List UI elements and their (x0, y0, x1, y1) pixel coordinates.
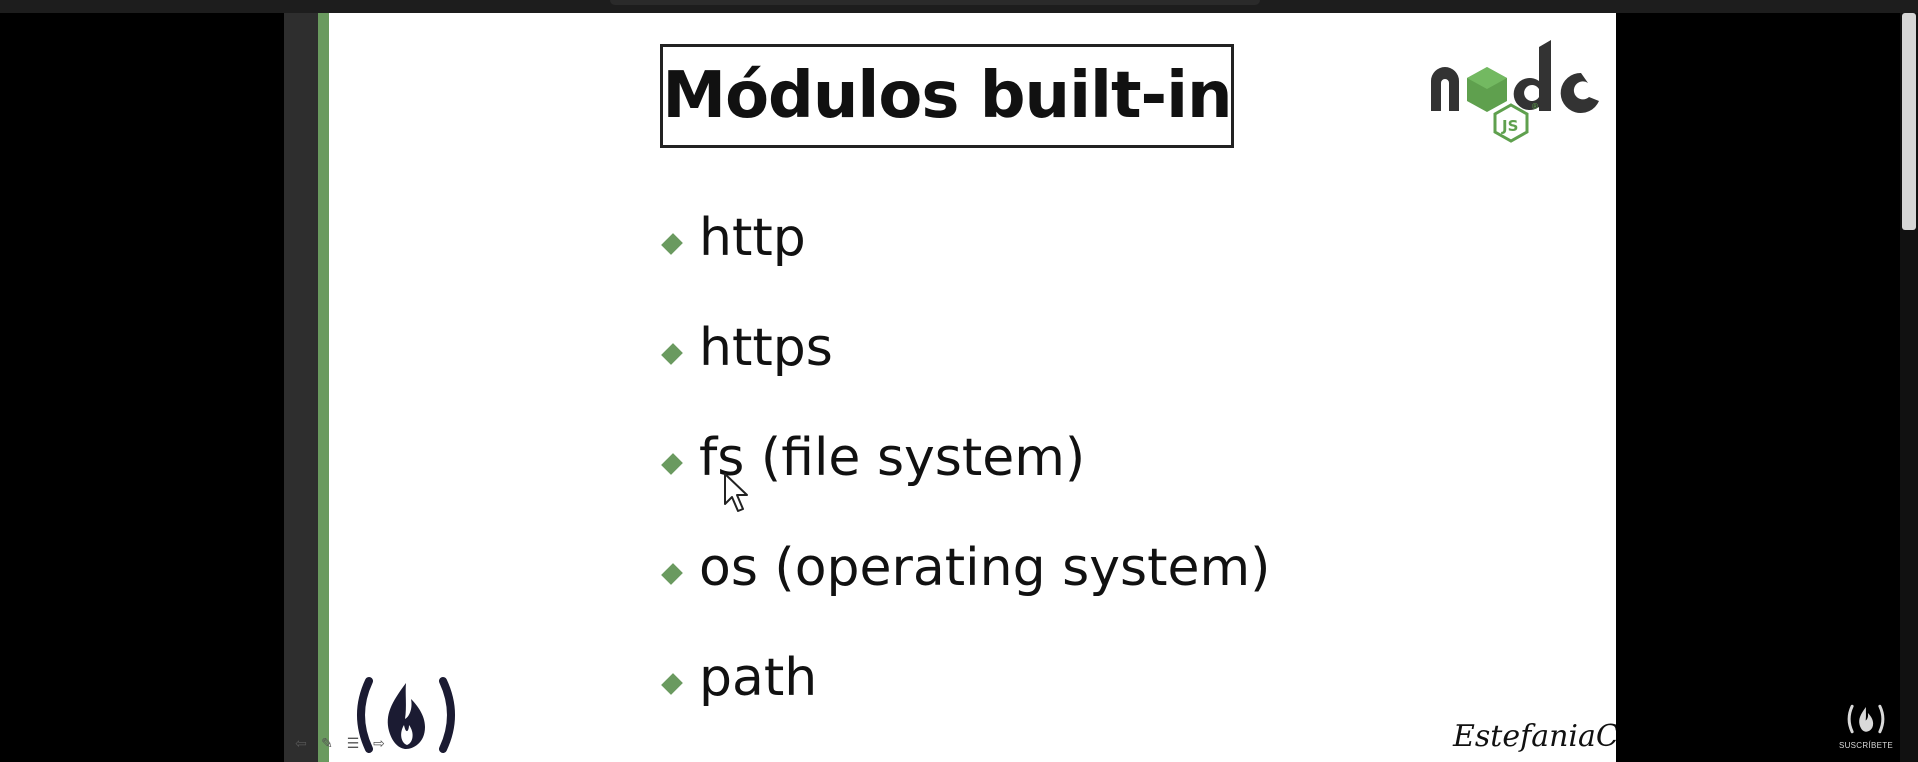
diamond-bullet-icon (661, 233, 683, 255)
viewer-left-panel (284, 13, 318, 762)
diamond-bullet-icon (661, 343, 683, 365)
slide-title: Módulos built-in (662, 59, 1232, 133)
slide-accent-bar (318, 13, 329, 762)
presentation-slide: Módulos built-in http https fs (file sys… (329, 13, 1616, 762)
svg-text:®: ® (1531, 102, 1539, 111)
module-list: http https fs (file system) os (operatin… (661, 183, 1271, 733)
author-signature: EstefaniaCN (1453, 719, 1616, 754)
list-item-text: fs (file system) (699, 428, 1086, 488)
list-item: os (operating system) (661, 513, 1271, 623)
browser-tab-hint (610, 0, 1260, 5)
scrollbar-thumb[interactable] (1902, 13, 1916, 230)
diamond-bullet-icon (661, 673, 683, 695)
diamond-bullet-icon (661, 563, 683, 585)
slide-title-box: Módulos built-in (660, 44, 1234, 148)
freecodecamp-watermark-icon (1847, 704, 1885, 734)
list-item: https (661, 293, 1270, 403)
list-item-text: https (699, 318, 833, 378)
previous-slide-icon[interactable]: ⇦ (295, 735, 307, 751)
list-item: path (661, 623, 1270, 733)
diamond-bullet-icon (661, 453, 683, 475)
svg-text:JS: JS (1501, 117, 1518, 135)
list-item-text: os (operating system) (699, 538, 1271, 598)
list-item: fs (file system) (661, 403, 1270, 513)
next-slide-icon[interactable]: ⇨ (373, 735, 385, 751)
list-item-text: http (699, 208, 806, 268)
freecodecamp-logo-icon (357, 677, 455, 753)
subscribe-watermark[interactable]: SUSCRÍBETE (1836, 704, 1896, 754)
pen-icon[interactable]: ✎ (321, 735, 333, 751)
list-item: http (661, 183, 1270, 293)
browser-top-strip (0, 0, 1918, 13)
node-js-logo-icon: JS ® (1431, 40, 1599, 143)
subscribe-label: SUSCRÍBETE (1838, 741, 1894, 750)
list-item-text: path (699, 648, 818, 708)
menu-icon[interactable]: ☰ (346, 735, 360, 751)
mouse-cursor-icon (724, 473, 748, 512)
slide-nav-controls: ⇦ ✎ ☰ ⇨ (293, 735, 387, 751)
